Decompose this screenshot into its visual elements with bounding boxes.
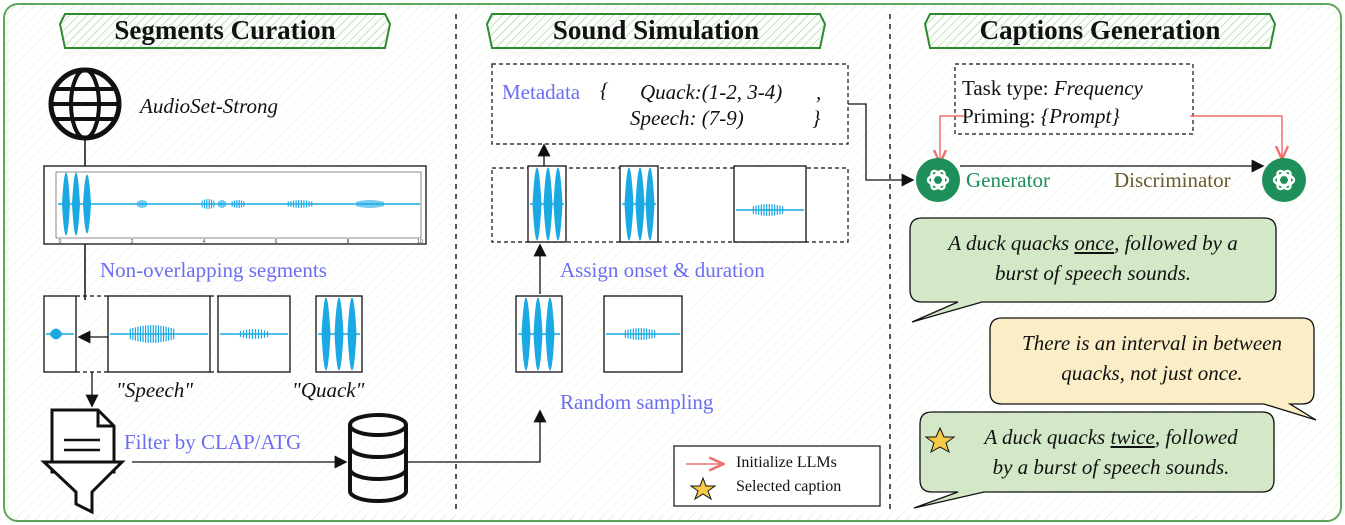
filter-label: Filter by CLAP/ATG xyxy=(124,430,302,454)
bubble-1-shape xyxy=(909,217,1277,323)
nonoverlap-label: Non-overlapping segments xyxy=(100,258,327,282)
banner-simulation xyxy=(485,13,827,49)
metadata-brace-open: { xyxy=(600,78,609,102)
priming-value: {Prompt} xyxy=(1040,104,1120,128)
speech-label: "Speech" xyxy=(116,378,194,402)
bubble3-underlined: twice xyxy=(1110,425,1155,449)
caption-bubble-2: There is an interval in between quacks, … xyxy=(992,328,1312,388)
generator-llm-icon xyxy=(916,158,960,202)
red-arrow-discriminator xyxy=(1190,115,1282,158)
title-sound-simulation: Sound Simulation xyxy=(552,15,760,45)
red-arrow-generator xyxy=(940,115,966,162)
waveform-tick-label: 2 xyxy=(131,239,134,245)
waveform-tick-label: 0 xyxy=(59,239,62,245)
task-type-value: Frequency xyxy=(1053,76,1143,100)
database-icon xyxy=(348,413,408,503)
metadata-key: Metadata xyxy=(502,80,581,104)
metadata-box xyxy=(491,63,849,145)
bubble2-line1: There is an interval in between xyxy=(1022,331,1282,355)
banner-curation xyxy=(58,13,392,49)
arrow-db-to-sampling xyxy=(408,409,547,463)
task-type-key: Task type: xyxy=(962,76,1049,100)
bubble-3-shape xyxy=(913,411,1275,509)
discriminator-llm-icon xyxy=(1262,158,1306,202)
source-label: AudioSet-Strong xyxy=(140,94,279,118)
legend-selected-caption: Selected caption xyxy=(736,478,842,495)
priming-key: Priming: xyxy=(962,104,1036,128)
bubble1-text-b: , followed by a xyxy=(1114,231,1238,255)
quack-label: "Quack" xyxy=(292,378,365,402)
banner-captions xyxy=(923,13,1277,49)
metadata-comma: , xyxy=(816,80,822,104)
metadata-line-2: Speech: (7-9) xyxy=(630,106,744,130)
bubble-2-shape xyxy=(989,317,1317,421)
bubble1-underlined: once xyxy=(1074,231,1115,255)
waveform-tick-label: 10 xyxy=(417,239,423,245)
discriminator-label: Discriminator xyxy=(1114,168,1231,192)
waveform-tick-label: 8 xyxy=(347,239,350,245)
legend-init-llms: Initialize LLMs xyxy=(736,454,837,471)
timeline-seg-3 xyxy=(733,165,807,243)
bubble3-text-a: A duck quacks xyxy=(984,425,1111,449)
bubble3-text-b: , followed xyxy=(1154,425,1238,449)
metadata-line-1: Quack:(1-2, 3-4) xyxy=(640,80,783,104)
title-captions-generation: Captions Generation xyxy=(979,15,1221,45)
sampling-label: Random sampling xyxy=(560,390,714,414)
selected-star-icon xyxy=(924,426,956,454)
star-icon xyxy=(689,476,717,501)
prompt-box xyxy=(954,63,1194,135)
generator-label: Generator xyxy=(966,168,1050,192)
bubble3-line2: by a burst of speech sounds. xyxy=(992,455,1230,479)
title-segments-curation: Segments Curation xyxy=(114,15,336,45)
priming-line: Priming: {Prompt} xyxy=(962,104,1120,129)
task-type-line: Task type: Frequency xyxy=(962,76,1143,101)
caption-bubble-1: A duck quacks once, followed by a burst … xyxy=(912,228,1274,288)
bubble1-line2: burst of speech sounds. xyxy=(995,261,1191,285)
metadata-brace-close: } xyxy=(812,106,821,130)
file-filter-icon xyxy=(40,408,126,515)
caption-bubble-3: A duck quacks twice, followed by a burst… xyxy=(948,422,1274,482)
waveform-main xyxy=(58,172,420,236)
assign-label: Assign onset & duration xyxy=(560,258,765,282)
waveform-tick-label: 6 xyxy=(275,239,278,245)
bubble2-line2: quacks, not just once. xyxy=(1061,361,1243,385)
bubble1-text-a: A duck quacks xyxy=(948,231,1075,255)
waveform-tick-label: 4 xyxy=(203,239,206,245)
arrow-metadata-to-generator xyxy=(848,103,915,187)
